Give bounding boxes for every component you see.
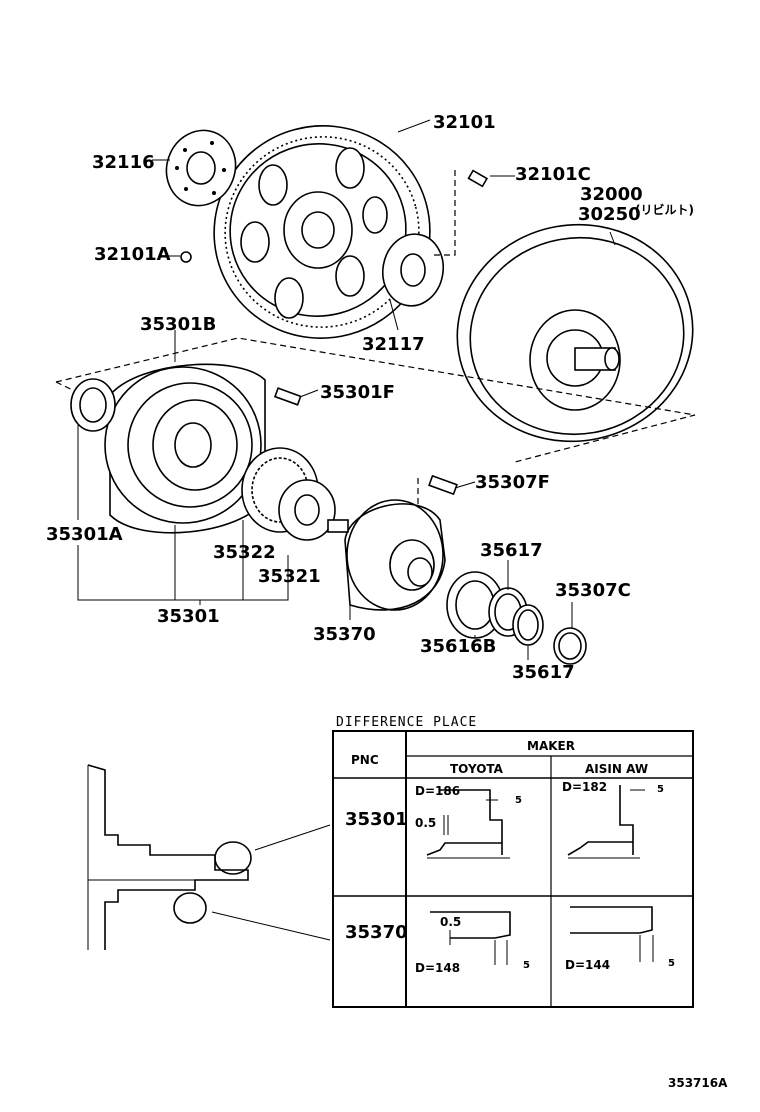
detail-r1-toyota	[426, 789, 510, 859]
r1-toyota-5: 5	[515, 795, 522, 806]
r1-aisin-d: D=182	[562, 780, 607, 794]
oil-pump-body-35301B	[104, 363, 266, 534]
label-35301: 35301	[157, 606, 220, 627]
col-toyota: TOYOTA	[450, 762, 504, 776]
bolt-32101A	[180, 251, 192, 263]
ring-35617b	[512, 604, 544, 646]
label-35617a: 35617	[480, 540, 543, 561]
leader-lines	[77, 119, 616, 660]
label-30250-note: (リビルト)	[635, 202, 694, 217]
bolt-35307F	[417, 474, 458, 505]
label-32000: 32000	[580, 184, 643, 205]
label-35301B: 35301B	[140, 314, 216, 335]
plate-32116	[165, 129, 237, 207]
label-35616B: 35616B	[420, 636, 496, 657]
label-35617b: 35617	[512, 662, 575, 683]
r2-toyota-05: 0.5	[440, 915, 461, 929]
label-35307C: 35307C	[555, 580, 631, 601]
r2-aisin-5: 5	[668, 958, 675, 969]
difference-table	[332, 730, 694, 1008]
difference-title: DIFFERENCE PLACE	[336, 715, 477, 730]
r1-toyota-05: 0.5	[415, 816, 436, 830]
label-32117: 32117	[362, 334, 425, 355]
torque-converter-32000	[456, 223, 694, 443]
r1-aisin-5: 5	[657, 784, 664, 795]
label-35370: 35370	[313, 624, 376, 645]
plate-32117	[382, 233, 444, 307]
row1-pnc: 35301	[345, 809, 408, 830]
label-35321: 35321	[258, 566, 321, 587]
label-32101C: 32101C	[515, 164, 591, 185]
cross-section-drawing	[87, 764, 331, 950]
drive-plate-32101	[213, 125, 431, 339]
label-35307F: 35307F	[475, 472, 550, 493]
detail-r2-aisin	[570, 906, 654, 962]
col-pnc: PNC	[351, 753, 379, 767]
r1-toyota-d: D=186	[415, 784, 460, 798]
label-30250: 30250	[578, 204, 641, 225]
stator-shaft-35370	[327, 499, 446, 611]
seal-35301A	[70, 378, 116, 432]
detail-r2-toyota	[430, 911, 511, 965]
label-35301A: 35301A	[46, 524, 123, 545]
bolt-32101C	[432, 169, 489, 256]
gear-35321	[278, 479, 336, 541]
r2-toyota-5: 5	[523, 960, 530, 971]
label-35301F: 35301F	[320, 382, 395, 403]
label-35322: 35322	[213, 542, 276, 563]
col-aisin: AISIN AW	[585, 762, 648, 776]
figure-id: 353716A	[668, 1076, 728, 1090]
row2-pnc: 35370	[345, 922, 408, 943]
bolt-35301F	[273, 387, 302, 406]
seal-35307C	[553, 627, 587, 665]
r2-toyota-d: D=148	[415, 961, 460, 975]
col-maker: MAKER	[527, 739, 575, 753]
label-32116: 32116	[92, 152, 155, 173]
detail-r1-aisin	[567, 785, 645, 859]
label-32101: 32101	[433, 112, 496, 133]
label-32101A: 32101A	[94, 244, 171, 265]
r2-aisin-d: D=144	[565, 958, 610, 972]
